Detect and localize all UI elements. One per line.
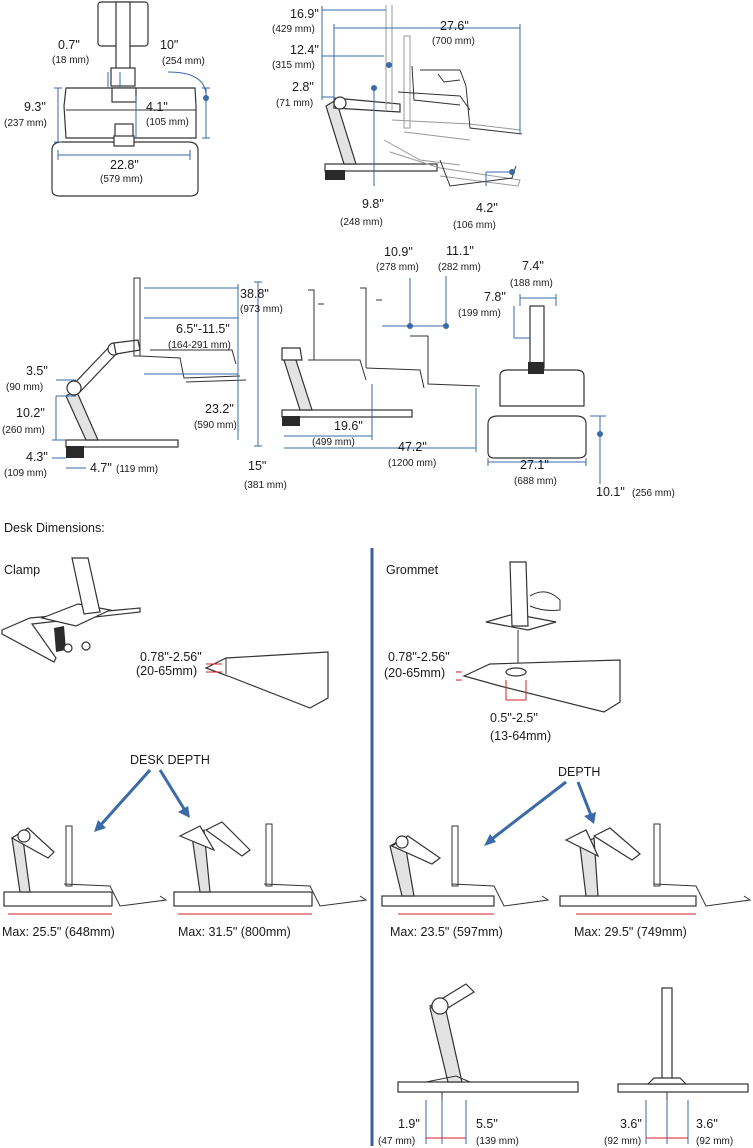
- dim-4-2-in: 4.2": [476, 201, 498, 215]
- front-view-drawing: [487, 305, 587, 459]
- clamp-max-25-drawing: [3, 825, 168, 915]
- dim-10-1-in: 10.1": [596, 485, 625, 499]
- dim-38-8-mm: (973 mm): [240, 304, 283, 315]
- dim-27-1-mm: (688 mm): [514, 476, 557, 487]
- grommet-hole-mm: (13-64mm): [490, 729, 551, 743]
- dim-0-7-mm: (18 mm): [52, 55, 89, 66]
- grommet-base-front-drawing: [617, 987, 749, 1144]
- dim-6-5-11-5-mm: (164-291 mm): [168, 340, 231, 351]
- dim-3-5-in: 3.5": [26, 364, 48, 378]
- dim-4-3-mm: (109 mm): [4, 468, 47, 479]
- clamp-max-1: Max: 25.5" (648mm): [2, 925, 115, 939]
- overlay-view-drawing: [281, 287, 481, 426]
- dim-16-9-in: 16.9": [290, 7, 319, 21]
- dim-27-1-in: 27.1": [520, 458, 549, 472]
- grommet-hole-in: 0.5"-2.5": [490, 711, 538, 725]
- grommet-max-2: Max: 29.5" (749mm): [574, 925, 687, 939]
- dim-0-7-in: 0.7": [58, 38, 80, 52]
- clamp-thickness-in: 0.78"-2.56": [140, 650, 202, 664]
- dim-9-3-mm: (237 mm): [4, 118, 47, 129]
- clamp-max-31-drawing: [173, 821, 368, 915]
- dim-47-2-mm: (1200 mm): [388, 458, 436, 469]
- dim-23-2-in: 23.2": [205, 402, 234, 416]
- dim-22-8-mm: (579 mm): [100, 174, 143, 185]
- dim-2-8-in: 2.8": [292, 80, 314, 94]
- dim-38-8-in: 38.8": [240, 287, 269, 301]
- dim-10-1-mm: (256 mm): [632, 488, 675, 499]
- dim-12-4-in: 12.4": [290, 43, 319, 57]
- clamp-max-2: Max: 31.5" (800mm): [178, 925, 291, 939]
- clamp-label: Clamp: [4, 563, 40, 577]
- grommet-max-23-drawing: [381, 825, 550, 915]
- dim-3-6-left-in: 3.6": [620, 1117, 642, 1131]
- dim-10-9-mm: (278 mm): [376, 262, 419, 273]
- grommet-max-29-drawing: [559, 823, 752, 915]
- extended-view-drawing: [65, 277, 247, 458]
- extended-view-dims: [52, 281, 262, 469]
- dim-19-6-mm: (499 mm): [312, 437, 355, 448]
- dim-10-2-in: 10.2": [16, 406, 45, 420]
- grommet-base-side-drawing: [397, 983, 579, 1144]
- grommet-thickness-in: 0.78"-2.56": [388, 650, 450, 664]
- dim-9-3-in: 9.3": [24, 100, 46, 114]
- dim-4-7-in: 4.7": [90, 461, 112, 475]
- front-view-dims: [487, 294, 606, 484]
- dim-5-5-in: 5.5": [476, 1117, 498, 1131]
- side-view-dims: [321, 6, 521, 186]
- dim-5-5-mm: (139 mm): [476, 1136, 519, 1147]
- dim-15-mm: (381 mm): [244, 480, 287, 491]
- dim-7-8-in: 7.8": [484, 290, 506, 304]
- grommet-label: Grommet: [386, 563, 439, 577]
- dim-10-mm: (254 mm): [162, 56, 205, 67]
- dim-3-5-mm: (90 mm): [6, 382, 43, 393]
- top-view-dims: [54, 71, 210, 160]
- dim-2-8-mm: (71 mm): [276, 98, 313, 109]
- dim-9-8-mm: (248 mm): [340, 217, 383, 228]
- dim-6-5-11-5-in: 6.5"-11.5": [176, 322, 230, 336]
- dim-4-2-mm: (106 mm): [453, 220, 496, 231]
- dim-11-1-in: 11.1": [446, 244, 474, 258]
- dim-10-9-in: 10.9": [384, 245, 413, 259]
- dim-47-2-in: 47.2": [398, 440, 427, 454]
- grommet-thickness-mm: (20-65mm): [384, 666, 445, 680]
- grommet-depth-arrows: [484, 780, 596, 846]
- dim-3-6-left-mm: (92 mm): [604, 1136, 641, 1147]
- grommet-depth-label: DEPTH: [558, 765, 600, 779]
- dim-3-6-right-mm: (92 mm): [696, 1136, 733, 1147]
- dim-15-in: 15": [248, 459, 266, 473]
- top-view-drawing: [51, 1, 199, 197]
- dim-10-in: 10": [160, 38, 178, 52]
- dim-10-2-mm: (260 mm): [2, 425, 45, 436]
- dim-7-4-in: 7.4": [522, 259, 544, 273]
- dim-1-9-mm: (47 mm): [378, 1136, 415, 1147]
- dim-3-6-right-in: 3.6": [696, 1117, 718, 1131]
- grommet-illustration: [456, 561, 621, 713]
- grommet-max-1: Max: 23.5" (597mm): [390, 925, 503, 939]
- dim-23-2-mm: (590 mm): [194, 420, 237, 431]
- desk-depth-arrows: [94, 768, 190, 832]
- dim-19-6-in: 19.6": [334, 419, 363, 433]
- side-view-drawing: [324, 5, 523, 187]
- dim-4-1-in: 4.1": [146, 100, 168, 114]
- dim-9-8-in: 9.8": [362, 197, 384, 211]
- dim-11-1-mm: (282 mm): [438, 262, 481, 273]
- dim-4-7-mm: (119 mm): [116, 464, 158, 475]
- dim-1-9-in: 1.9": [398, 1117, 420, 1131]
- dim-7-8-mm: (199 mm): [458, 308, 501, 319]
- dim-27-6-mm: (700 mm): [432, 36, 475, 47]
- dim-4-1-mm: (105 mm): [146, 117, 189, 128]
- overlay-view-dims: [284, 276, 477, 452]
- dim-22-8-in: 22.8": [110, 158, 139, 172]
- dim-4-3-in: 4.3": [26, 450, 48, 464]
- clamp-illustration: [1, 557, 329, 709]
- dim-12-4-mm: (315 mm): [272, 60, 315, 71]
- clamp-thickness-mm: (20-65mm): [136, 664, 197, 678]
- dim-27-6-in: 27.6": [440, 19, 469, 33]
- dim-16-9-mm: (429 mm): [272, 24, 315, 35]
- desk-depth-label: DESK DEPTH: [130, 753, 210, 767]
- dim-7-4-mm: (188 mm): [510, 278, 553, 289]
- desk-dimensions-title: Desk Dimensions:: [4, 521, 105, 535]
